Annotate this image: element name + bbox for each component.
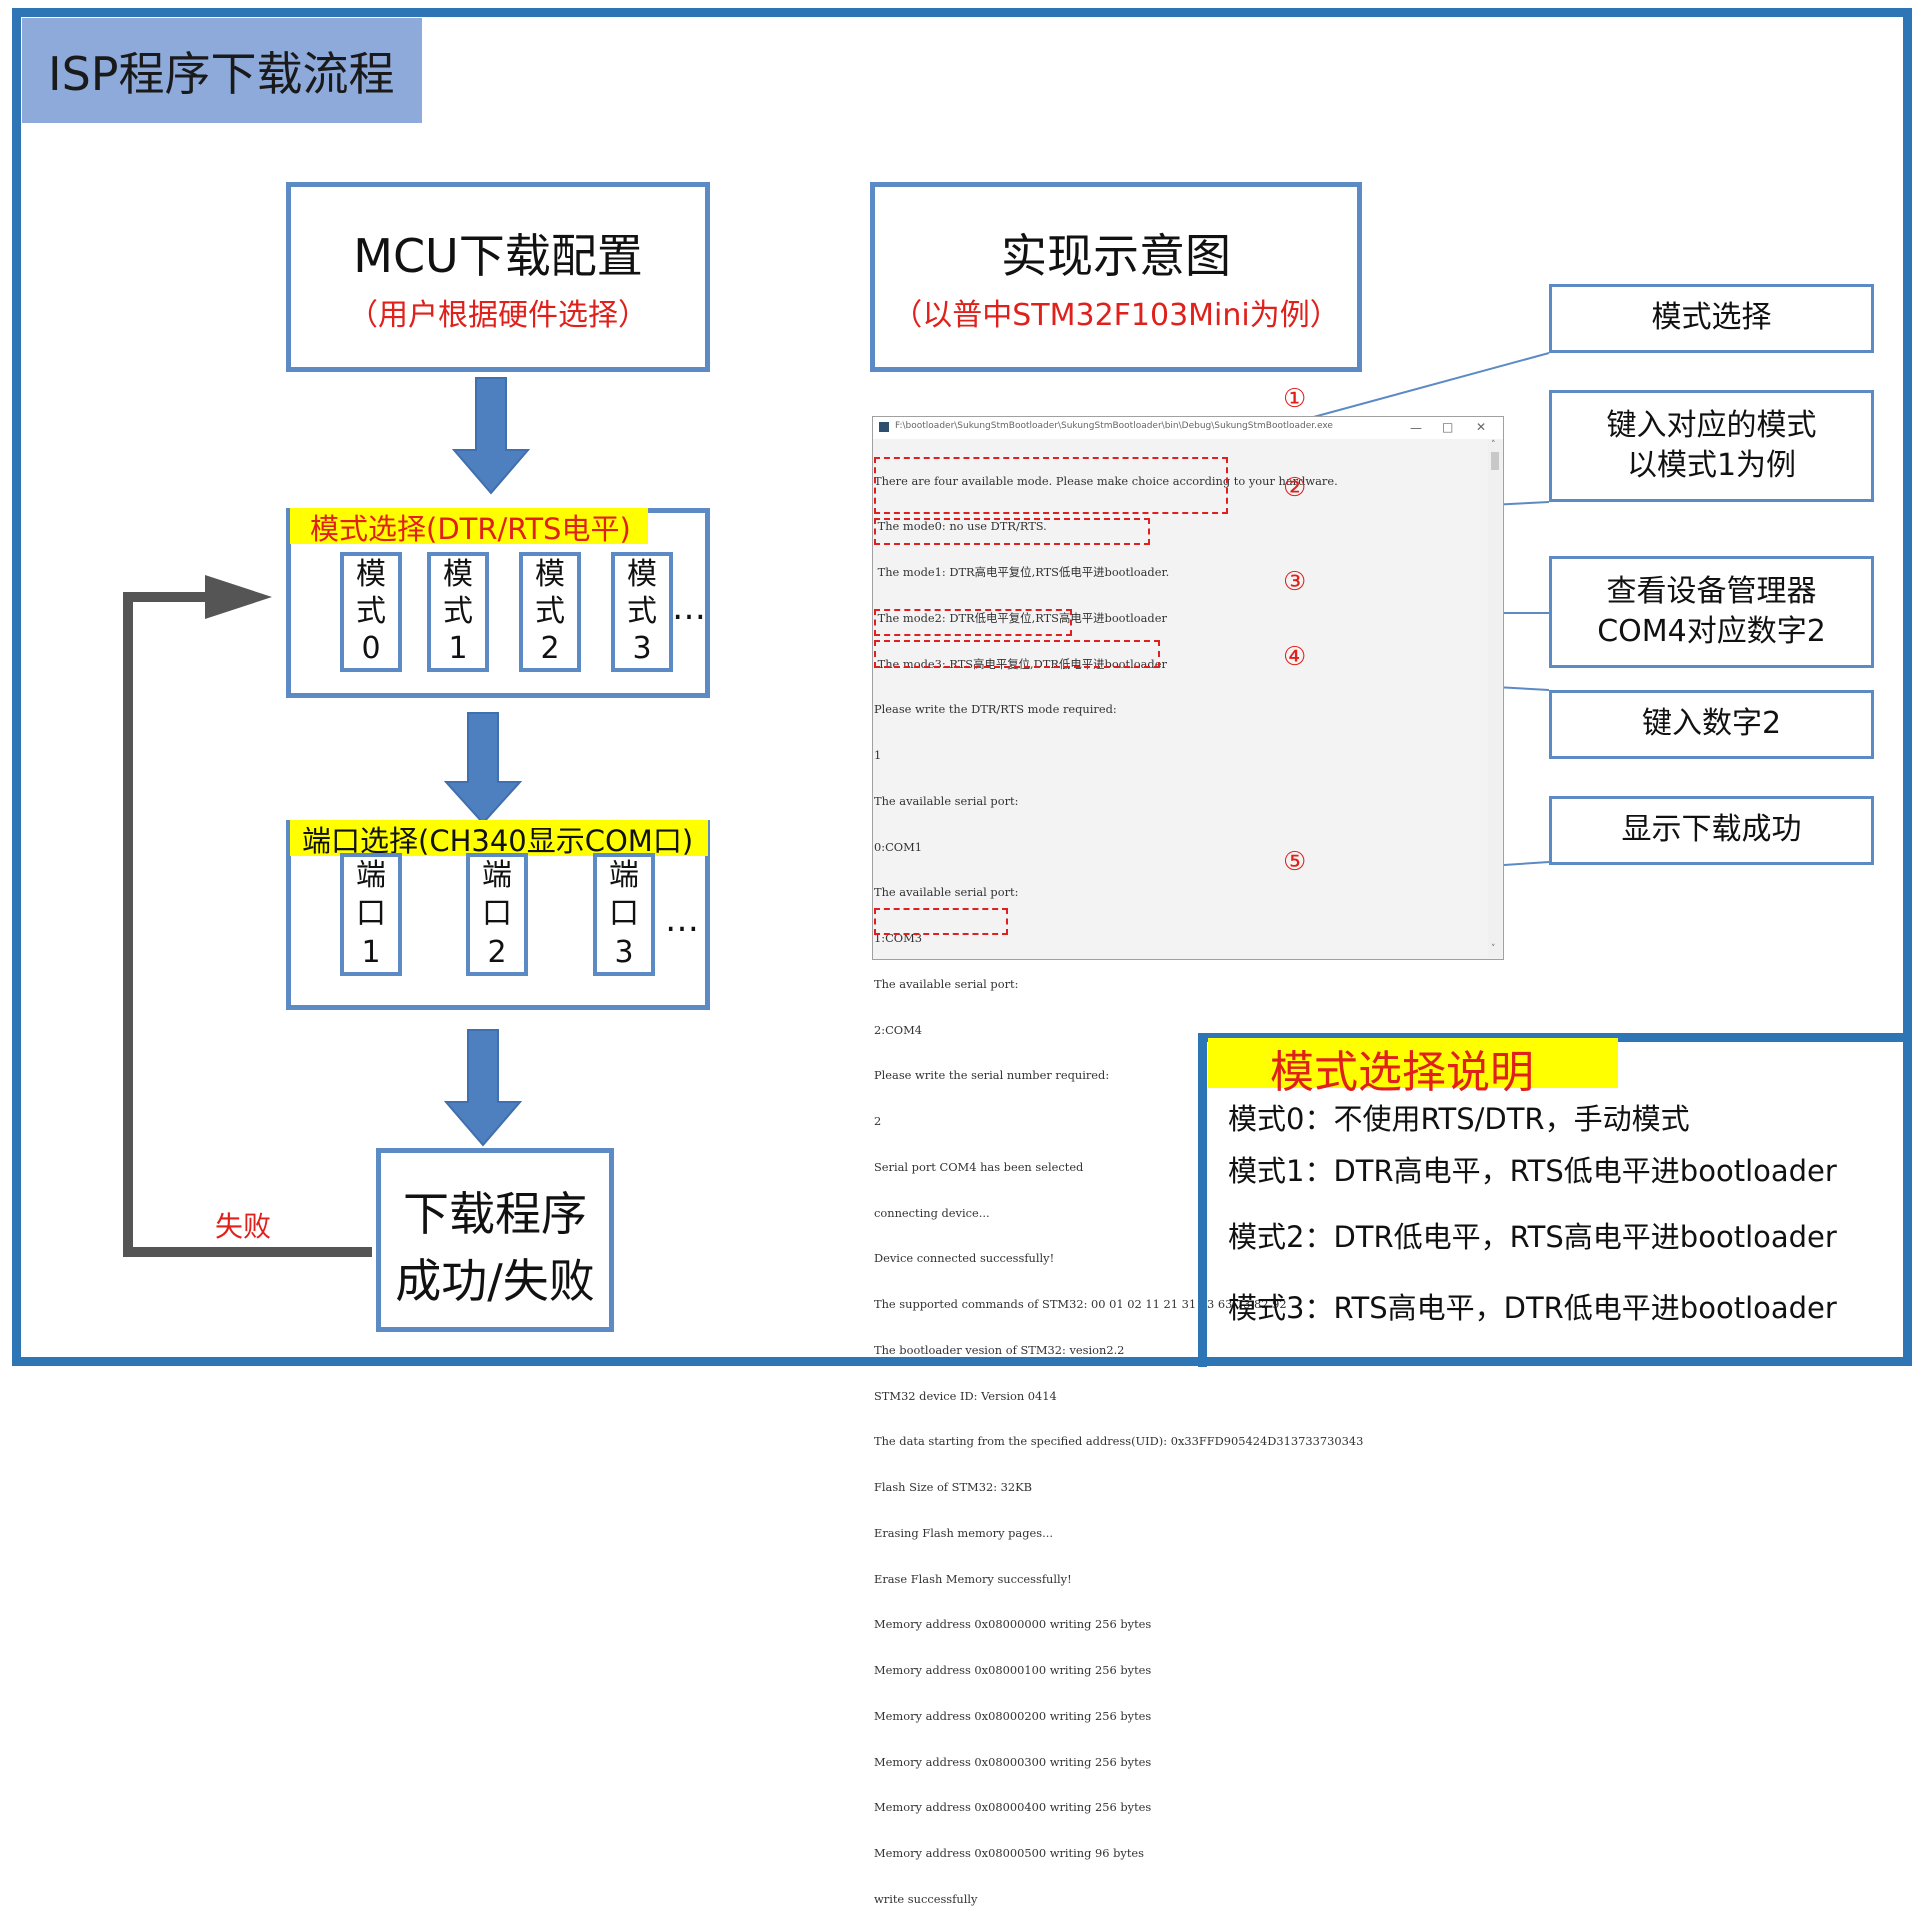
console-line: Please write the serial number required: — [874, 1068, 1110, 1083]
console-line: The mode1: DTR高电平复位,RTS低电平进bootloader. — [874, 565, 1170, 579]
callout-5: 显示下载成功 — [1549, 796, 1874, 865]
marker-5: ⑤ — [1283, 847, 1307, 877]
console-line: Serial port COM4 has been selected — [874, 1159, 1084, 1174]
console-line: 2:COM4 — [874, 1022, 923, 1037]
console-close-icon[interactable]: ✕ — [1476, 420, 1487, 434]
console-line: Memory address 0x08000000 writing 256 by… — [874, 1617, 1152, 1632]
console-line: Device connected successfully! — [874, 1251, 1055, 1266]
console-window — [872, 416, 1504, 960]
console-line: The mode2: DTR低电平复位,RTS高电平进bootloader — [874, 610, 1167, 625]
console-line: Please write the DTR/RTS mode required: — [874, 702, 1117, 717]
down-arrow-1 — [451, 377, 531, 495]
outer-frame — [12, 8, 1912, 1366]
page-title: ISP程序下载流程 — [48, 47, 395, 101]
mcu-config-subtitle: （用户根据硬件选择） — [348, 298, 648, 333]
console-line: The data starting from the specified add… — [874, 1434, 1364, 1449]
legend-line-mode2: 模式2：DTR低电平，RTS高电平进bootloader — [1228, 1220, 1837, 1254]
legend-line-mode1: 模式1：DTR高电平，RTS低电平进bootloader — [1228, 1154, 1837, 1188]
console-line: The available serial port: — [874, 885, 1019, 900]
port-select-label: 端口选择(CH340显示COM口) — [302, 824, 694, 858]
impl-subtitle: （以普中STM32F103Mini为例） — [892, 298, 1340, 333]
port-more-ellipsis: … — [665, 900, 699, 940]
impl-box — [870, 182, 1362, 372]
mode-select-label: 模式选择(DTR/RTS电平) — [310, 512, 631, 546]
legend-frame — [1198, 1033, 1912, 1367]
mode-select-highlight — [290, 508, 648, 544]
console-line: Flash Size of STM32: 32KB — [874, 1480, 1033, 1494]
callout-2: 键入对应的模式以模式1为例 — [1549, 390, 1874, 502]
console-line: Erasing Flash memory pages... — [874, 1525, 1053, 1540]
console-line: Memory address 0x08000100 writing 256 by… — [874, 1663, 1152, 1677]
console-line: The supported commands of STM32: 00 01 0… — [874, 1297, 1287, 1311]
console-line: Memory address 0x08000400 writing 256 by… — [874, 1800, 1152, 1815]
result-line-1: 下载程序 — [403, 1187, 587, 1241]
mode-more-ellipsis: … — [672, 588, 706, 628]
marker-3: ③ — [1283, 567, 1307, 597]
scroll-up-icon[interactable]: ˄ — [1491, 440, 1496, 450]
legend-line-mode0: 模式0：不使用RTS/DTR，手动模式 — [1228, 1102, 1690, 1136]
impl-title: 实现示意图 — [1001, 229, 1231, 283]
console-app-icon — [879, 422, 889, 432]
highlight-com4 — [874, 609, 1072, 636]
console-line: connecting device... — [874, 1205, 990, 1220]
console-line: There are four available mode. Please ma… — [874, 473, 1338, 488]
console-line: 1 — [874, 748, 882, 762]
result-line-2: 成功/失败 — [395, 1254, 595, 1308]
console-line: 2 — [874, 1114, 882, 1128]
marker-2: ② — [1283, 473, 1307, 503]
console-minimize-icon[interactable]: — — [1410, 421, 1422, 435]
console-line: Memory address 0x08000200 writing 256 by… — [874, 1708, 1152, 1723]
console-line: Memory address 0x08000300 writing 256 by… — [874, 1754, 1152, 1769]
marker-1: ① — [1283, 384, 1307, 414]
title-banner — [22, 18, 422, 123]
legend-title-highlight — [1208, 1038, 1618, 1088]
console-line: The mode0: no use DTR/RTS. — [874, 519, 1047, 534]
fail-loop-arrowhead — [205, 575, 272, 619]
callout-1: 模式选择 — [1549, 284, 1874, 353]
result-box — [376, 1148, 614, 1332]
fail-loop-line — [123, 592, 372, 1257]
scroll-down-icon[interactable]: ˅ — [1491, 944, 1496, 954]
console-line: The available serial port: — [874, 793, 1019, 808]
highlight-mode-list — [874, 457, 1228, 514]
callout-4: 键入数字2 — [1549, 690, 1874, 759]
console-line: Memory address 0x08000500 writing 96 byt… — [874, 1846, 1145, 1860]
console-scrollbar[interactable] — [1488, 440, 1502, 958]
console-line: 0:COM1 — [874, 839, 923, 854]
legend-line-mode3: 模式3：RTS高电平，DTR低电平进bootloader — [1228, 1291, 1837, 1325]
console-line: The available serial port: — [874, 976, 1019, 991]
highlight-serial-input — [874, 640, 1160, 668]
highlight-mode-input — [874, 518, 1150, 545]
down-arrow-2 — [443, 712, 523, 825]
console-maximize-icon[interactable]: □ — [1442, 420, 1454, 434]
mcu-config-title: MCU下载配置 — [353, 229, 643, 283]
down-arrow-3 — [443, 1029, 523, 1147]
console-titlebar — [873, 417, 1503, 439]
console-line: STM32 device ID: Version 0414 — [874, 1388, 1057, 1403]
console-line: Erase Flash Memory successfully! — [874, 1571, 1072, 1586]
marker-4: ④ — [1283, 642, 1307, 672]
console-path: F:\bootloader\SukungStmBootloader\Sukung… — [895, 421, 1333, 431]
legend-title: 模式选择说明 — [1270, 1047, 1534, 1098]
port-select-highlight — [290, 820, 708, 856]
console-scroll-thumb[interactable] — [1491, 452, 1499, 470]
console-line: write successfully — [874, 1891, 978, 1906]
console-line: The bootloader vesion of STM32: vesion2.… — [874, 1342, 1125, 1357]
fail-label: 失败 — [215, 1210, 272, 1243]
highlight-success — [874, 908, 1008, 935]
mcu-config-box — [286, 182, 710, 372]
